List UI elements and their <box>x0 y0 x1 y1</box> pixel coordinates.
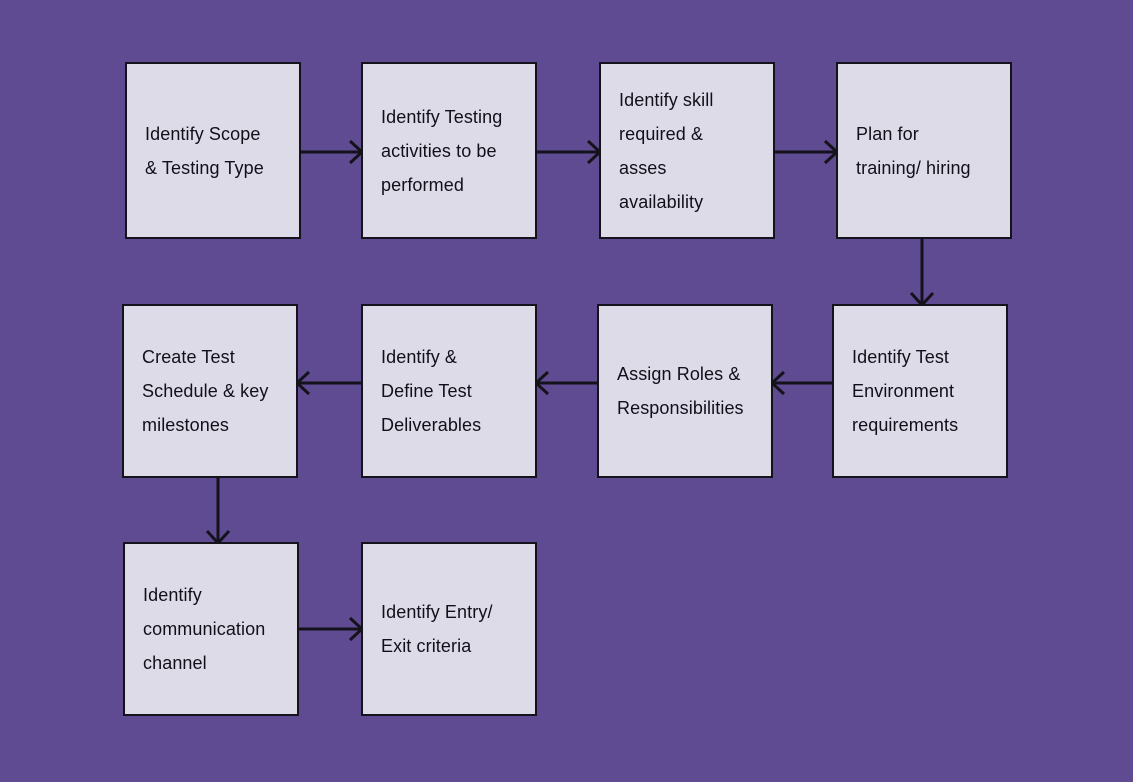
connector-create-test-schedule-to-identify-communication-channel <box>205 478 231 546</box>
node-label: Create Test Schedule & key milestones <box>142 347 269 435</box>
connector-identify-scope-to-identify-testing-activities <box>301 139 365 165</box>
node-label: Identify Entry/ Exit criteria <box>381 602 493 656</box>
node-label: Identify Test Environment requirements <box>852 347 959 435</box>
node-identify-scope-and-testing-type[interactable]: Identify Scope & Testing Type <box>125 62 301 239</box>
node-label: Identify Scope & Testing Type <box>145 123 264 178</box>
node-label: Identify skill required & asses availabi… <box>619 89 714 212</box>
connector-identify-test-environment-to-assign-roles <box>769 370 832 396</box>
node-label: Assign Roles & Responsibilities <box>617 364 744 418</box>
node-identify-test-environment-requirements[interactable]: Identify Test Environment requirements <box>832 304 1008 478</box>
connector-identify-communication-channel-to-identify-entry-exit-criteria <box>299 616 365 642</box>
node-plan-for-training-hiring[interactable]: Plan for training/ hiring <box>836 62 1012 239</box>
node-assign-roles-and-responsibilities[interactable]: Assign Roles & Responsibilities <box>597 304 773 478</box>
node-identify-and-define-test-deliverables[interactable]: Identify & Define Test Deliverables <box>361 304 537 478</box>
node-label: Identify Testing activities to be perfor… <box>381 106 503 195</box>
node-identify-entry-exit-criteria[interactable]: Identify Entry/ Exit criteria <box>361 542 537 716</box>
connector-plan-for-training-to-identify-test-environment <box>909 239 935 308</box>
connector-assign-roles-to-identify-define-deliverables <box>533 370 597 396</box>
node-label: Identify communication channel <box>143 585 266 673</box>
connector-identify-testing-activities-to-identify-skill <box>537 139 603 165</box>
node-label: Plan for training/ hiring <box>856 123 971 178</box>
node-label: Identify & Define Test Deliverables <box>381 347 482 435</box>
node-identify-skill-required[interactable]: Identify skill required & asses availabi… <box>599 62 775 239</box>
node-create-test-schedule-and-key-milestones[interactable]: Create Test Schedule & key milestones <box>122 304 298 478</box>
node-identify-testing-activities[interactable]: Identify Testing activities to be perfor… <box>361 62 537 239</box>
node-identify-communication-channel[interactable]: Identify communication channel <box>123 542 299 716</box>
connector-identify-skill-to-plan-for-training <box>775 139 840 165</box>
connector-identify-define-deliverables-to-create-test-schedule <box>294 370 361 396</box>
